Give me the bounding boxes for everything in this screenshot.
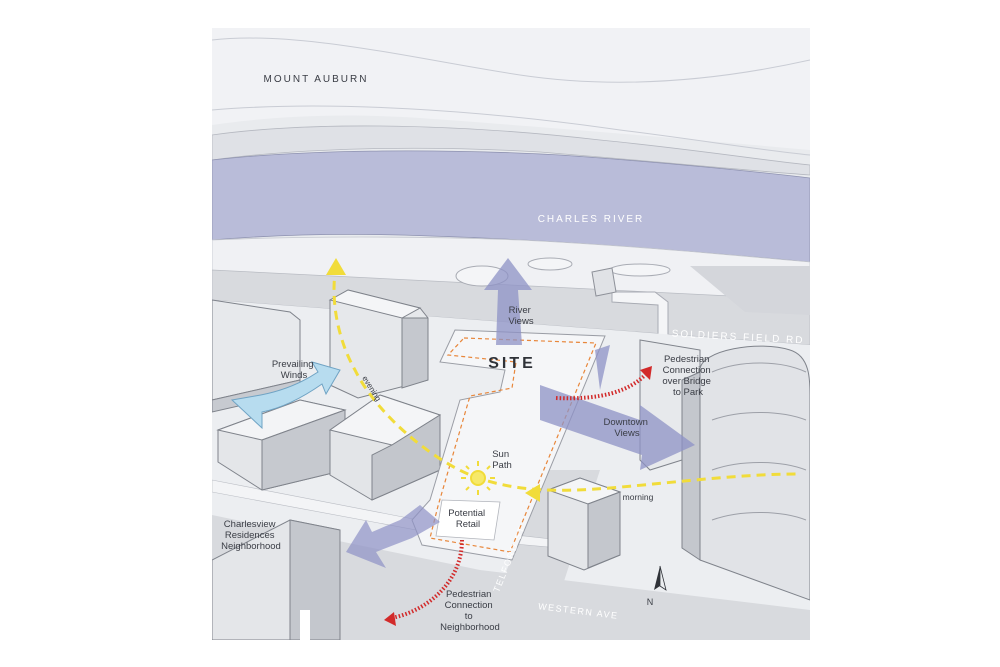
charlesview-line: Charlesview bbox=[224, 519, 276, 530]
river-views-line: River bbox=[509, 305, 531, 316]
ped-connection-neighborhood bbox=[391, 539, 464, 620]
river-views-line: Views bbox=[508, 316, 533, 327]
downtown-views-label: Downtown Views bbox=[604, 417, 651, 439]
ped-bridge-line: over Bridge bbox=[662, 376, 711, 387]
bridge-building bbox=[591, 267, 617, 297]
ped-connection-bridge-head bbox=[640, 366, 652, 380]
building-telford bbox=[546, 477, 622, 571]
sun-path-arrowhead bbox=[326, 258, 346, 275]
morning-label: morning bbox=[623, 492, 654, 502]
sun-path-label: Sun Path bbox=[492, 449, 512, 471]
north-arrow-icon bbox=[654, 565, 667, 591]
downtown-views-line: Views bbox=[614, 428, 639, 439]
mount-auburn-area bbox=[212, 28, 810, 150]
building-left-2 bbox=[216, 399, 347, 491]
river-views-arrow bbox=[484, 258, 532, 345]
building-arena bbox=[681, 345, 810, 601]
building-charlesview bbox=[212, 519, 341, 640]
downtown-views-arrow bbox=[540, 345, 695, 470]
north-label: N bbox=[647, 597, 654, 607]
riverbank-pond bbox=[527, 257, 573, 271]
ped-neighborhood-line: Neighborhood bbox=[440, 622, 500, 633]
potential-retail-line: Potential bbox=[448, 508, 485, 519]
parking-lot bbox=[690, 266, 810, 315]
charles-river bbox=[212, 150, 810, 263]
charles-river-label: CHARLES RIVER bbox=[538, 214, 645, 225]
ped-bridge-label: Pedestrian Connection over Bridge to Par… bbox=[662, 354, 713, 398]
sun-path-line-text: Path bbox=[492, 460, 512, 471]
sun-path-arrowhead bbox=[525, 484, 540, 502]
retail-pad bbox=[435, 499, 501, 541]
mount-auburn-contour bbox=[212, 37, 810, 83]
mount-auburn-contour bbox=[212, 105, 810, 156]
charlesview-line: Residences bbox=[225, 530, 275, 541]
mount-auburn-label: MOUNT AUBURN bbox=[264, 74, 369, 85]
ped-bridge-line: Pedestrian bbox=[664, 354, 709, 365]
building-center bbox=[328, 394, 442, 501]
riverbank-pond bbox=[609, 263, 671, 277]
river-bank bbox=[212, 125, 810, 176]
sun-path-line-text: Sun bbox=[492, 449, 509, 460]
potential-retail-label: Potential Retail bbox=[448, 508, 488, 530]
ped-neighborhood-line: Connection bbox=[445, 600, 493, 611]
prevailing-winds-arrow bbox=[230, 361, 341, 430]
prevailing-winds-line: Winds bbox=[281, 370, 308, 381]
ped-connection-bridge bbox=[555, 370, 650, 401]
ped-bridge-line: Connection bbox=[663, 365, 711, 376]
ped-connection-neighborhood-head bbox=[384, 612, 396, 626]
charlesview-line: Neighborhood bbox=[221, 541, 281, 552]
potential-retail-line: Retail bbox=[456, 519, 480, 530]
charlesview-views-arrow bbox=[346, 505, 440, 568]
ped-neighborhood-line: to bbox=[465, 611, 473, 622]
prevailing-winds-line: Prevailing bbox=[272, 359, 314, 370]
site-label: SITE bbox=[488, 355, 536, 372]
ped-bridge-line: to Park bbox=[673, 387, 703, 398]
prevailing-winds-label: Prevailing Winds bbox=[272, 359, 316, 381]
site-boundary bbox=[429, 337, 597, 553]
sun-icon bbox=[461, 461, 495, 495]
downtown-views-line: Downtown bbox=[604, 417, 648, 428]
ped-neighborhood-label: Pedestrian Connection to Neighborhood bbox=[440, 589, 500, 633]
ped-neighborhood-line: Pedestrian bbox=[446, 589, 491, 600]
charlesview-label: Charlesview Residences Neighborhood bbox=[221, 519, 281, 552]
river-views-label: River Views bbox=[508, 305, 533, 327]
site-parcel bbox=[411, 329, 606, 561]
